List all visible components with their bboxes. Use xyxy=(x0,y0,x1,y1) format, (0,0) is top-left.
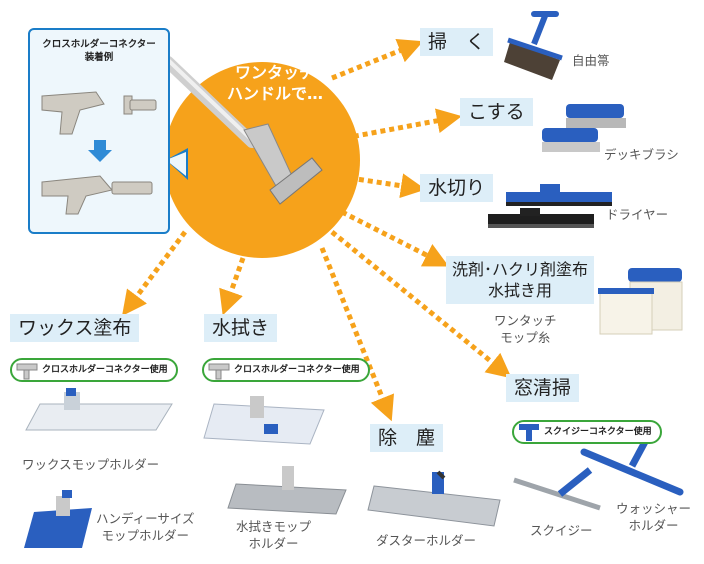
arrow-detergent xyxy=(340,209,449,267)
squeegee-image xyxy=(513,467,601,511)
arrow-window xyxy=(330,230,512,379)
arrow-scrub xyxy=(344,108,462,141)
label-wax-holder: ワックスモップホルダー xyxy=(22,457,160,472)
category-window: 窓清掃 xyxy=(506,374,580,402)
badge-text: クロスホルダーコネクター使用 xyxy=(234,365,360,375)
connector-example-inset: クロスホルダーコネクター 装着例 xyxy=(28,28,170,234)
label-wipe-holder-line1: 水拭きモップ xyxy=(236,519,312,534)
label-wipe-holder-line2: ホルダー xyxy=(248,536,299,551)
badge-text: クロスホルダーコネクター使用 xyxy=(42,365,168,375)
cross-connector-icon xyxy=(16,363,38,380)
badge-squeegee-connector: スクイジーコネクター使用 xyxy=(512,420,662,444)
category-scrub: こする xyxy=(460,98,533,126)
label-washer-line1: ウォッシャー xyxy=(616,501,692,516)
label-mop: ワンタッチ モップ糸 xyxy=(494,312,557,346)
label-squeegee: スクイジー xyxy=(530,523,593,538)
label-washer-holder: ウォッシャー ホルダー xyxy=(616,500,691,534)
category-detergent: 洗剤･ハクリ剤塗布 水拭き用 xyxy=(446,256,595,304)
label-wipe-holder: 水拭きモップ ホルダー xyxy=(236,518,311,552)
cross-connector-icon xyxy=(208,363,230,380)
label-handy-line1: ハンディーサイズ xyxy=(96,511,195,526)
label-washer-line2: ホルダー xyxy=(628,518,679,533)
squeegee-connector-icon xyxy=(519,424,539,441)
inset-title-line1: クロスホルダーコネクター xyxy=(42,39,156,50)
label-duster-holder: ダスターホルダー xyxy=(376,533,477,548)
label-mop-line1: ワンタッチ xyxy=(494,313,557,328)
badge-cross-connector-wipe: クロスホルダーコネクター使用 xyxy=(202,358,370,382)
duster-holder-image xyxy=(367,470,501,527)
category-wipe: 水拭き xyxy=(204,314,278,342)
category-sweep: 掃 く xyxy=(420,28,494,56)
broom-image xyxy=(504,11,563,80)
washer-holder-image xyxy=(580,438,684,496)
category-wax: ワックス塗布 xyxy=(10,314,140,342)
center-text: ワンタッチ ハンドルで… xyxy=(200,62,350,104)
arrow-wax xyxy=(122,230,187,316)
label-mop-line2: モップ糸 xyxy=(500,330,551,345)
label-deck-brush: デッキブラシ xyxy=(604,147,679,162)
category-detergent-line1: 洗剤･ハクリ剤塗布 xyxy=(452,260,589,279)
label-dryer: ドライヤー xyxy=(606,207,669,222)
wax-holder-image xyxy=(25,388,173,431)
label-handy-line2: モップホルダー xyxy=(101,528,190,543)
inset-title-line2: 装着例 xyxy=(84,52,114,63)
mop-image xyxy=(598,268,683,335)
label-broom: 自由箒 xyxy=(572,53,610,68)
deck-brush-image xyxy=(542,104,626,152)
category-dust: 除 塵 xyxy=(370,424,444,452)
badge-cross-connector-wax: クロスホルダーコネクター使用 xyxy=(10,358,178,382)
inset-title: クロスホルダーコネクター 装着例 xyxy=(30,38,168,64)
arrow-dust xyxy=(319,247,394,422)
handle-illustration xyxy=(162,56,323,205)
handy-holder-image xyxy=(24,490,92,548)
arrow-sweep xyxy=(331,39,424,81)
dryer-image xyxy=(488,184,612,228)
wipe-holder-image xyxy=(203,396,347,515)
badge-text: スクイジーコネクター使用 xyxy=(544,427,652,437)
label-handy-holder: ハンディーサイズ モップホルダー xyxy=(96,510,195,544)
arrow-squeegee xyxy=(349,173,426,199)
center-text-line2: ハンドルで… xyxy=(226,84,323,103)
category-squeegee: 水切り xyxy=(420,174,494,202)
category-detergent-line2: 水拭き用 xyxy=(488,281,553,300)
center-text-line1: ワンタッチ xyxy=(234,63,315,82)
